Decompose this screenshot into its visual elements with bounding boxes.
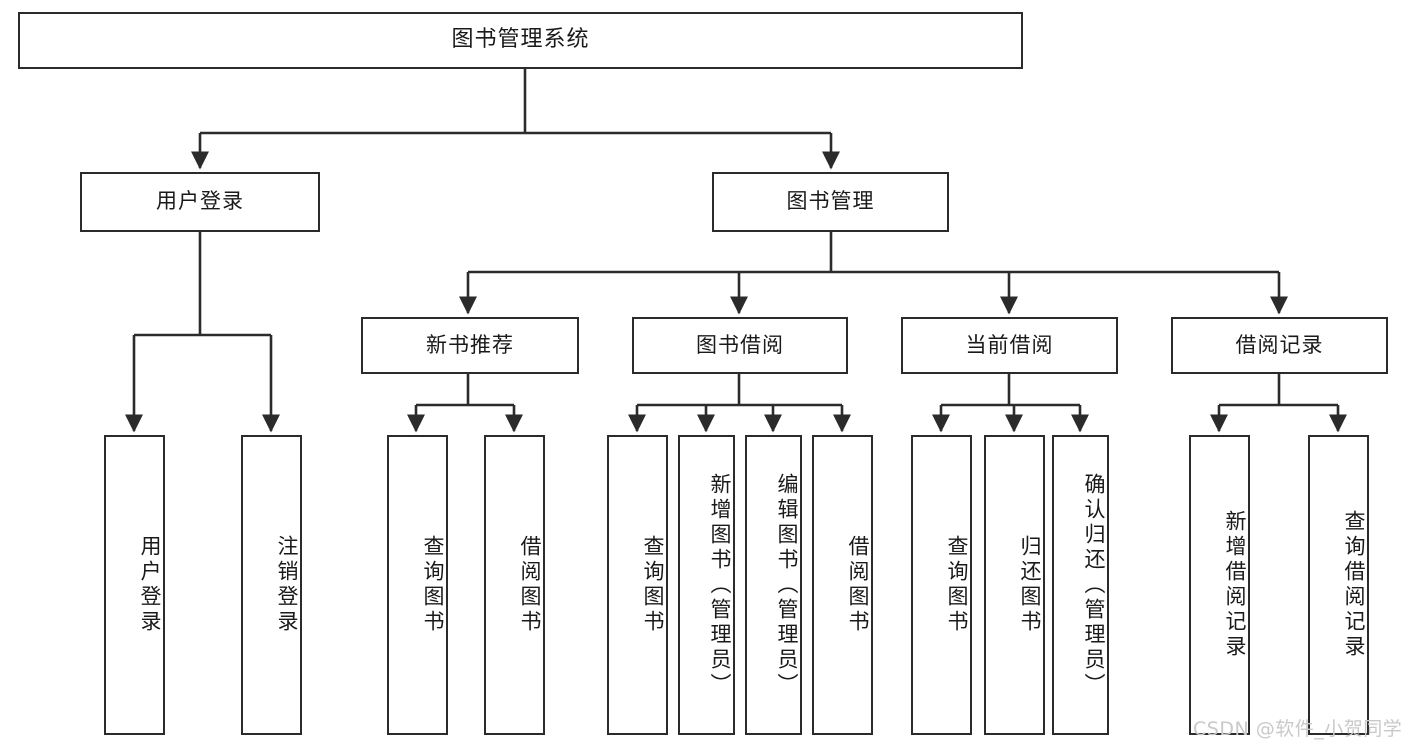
leaf-query-book-borrow[interactable]: 查询图书: [607, 435, 668, 735]
leaf-label: 查询图书: [945, 535, 969, 635]
leaf-label: 确认归还（管理员）: [1082, 472, 1106, 698]
leaf-return-book[interactable]: 归还图书: [984, 435, 1045, 735]
node-book-management[interactable]: 图书管理: [712, 172, 949, 232]
leaf-label: 查询借阅记录: [1342, 510, 1366, 660]
node-current-borrow[interactable]: 当前借阅: [901, 317, 1118, 374]
node-book-borrow[interactable]: 图书借阅: [632, 317, 848, 374]
leaf-label: 编辑图书（管理员）: [775, 472, 799, 698]
leaf-query-borrow-record[interactable]: 查询借阅记录: [1308, 435, 1369, 735]
leaf-label: 归还图书: [1018, 535, 1042, 635]
leaf-label: 查询图书: [641, 535, 665, 635]
leaf-label: 新增借阅记录: [1223, 510, 1247, 660]
leaf-label: 借阅图书: [846, 535, 870, 635]
leaf-add-borrow-record[interactable]: 新增借阅记录: [1189, 435, 1250, 735]
leaf-borrow-book-rec[interactable]: 借阅图书: [484, 435, 545, 735]
leaf-label: 新增图书（管理员）: [708, 472, 732, 698]
leaf-confirm-return-admin[interactable]: 确认归还（管理员）: [1052, 435, 1109, 735]
leaf-borrow-book[interactable]: 借阅图书: [812, 435, 873, 735]
node-root[interactable]: 图书管理系统: [18, 12, 1023, 69]
leaf-add-book-admin[interactable]: 新增图书（管理员）: [678, 435, 735, 735]
leaf-label: 查询图书: [421, 535, 445, 635]
leaf-query-book-rec[interactable]: 查询图书: [387, 435, 448, 735]
leaf-user-login[interactable]: 用户登录: [104, 435, 165, 735]
leaf-label: 注销登录: [275, 535, 299, 635]
node-borrow-record[interactable]: 借阅记录: [1171, 317, 1388, 374]
leaf-logout[interactable]: 注销登录: [241, 435, 302, 735]
leaf-label: 用户登录: [138, 535, 162, 635]
leaf-label: 借阅图书: [518, 535, 542, 635]
leaf-query-book-current[interactable]: 查询图书: [911, 435, 972, 735]
csdn-watermark: CSDN @软件_小贺同学: [1193, 718, 1403, 740]
node-user-login[interactable]: 用户登录: [80, 172, 320, 232]
node-new-book-recommend[interactable]: 新书推荐: [361, 317, 579, 374]
leaf-edit-book-admin[interactable]: 编辑图书（管理员）: [745, 435, 802, 735]
